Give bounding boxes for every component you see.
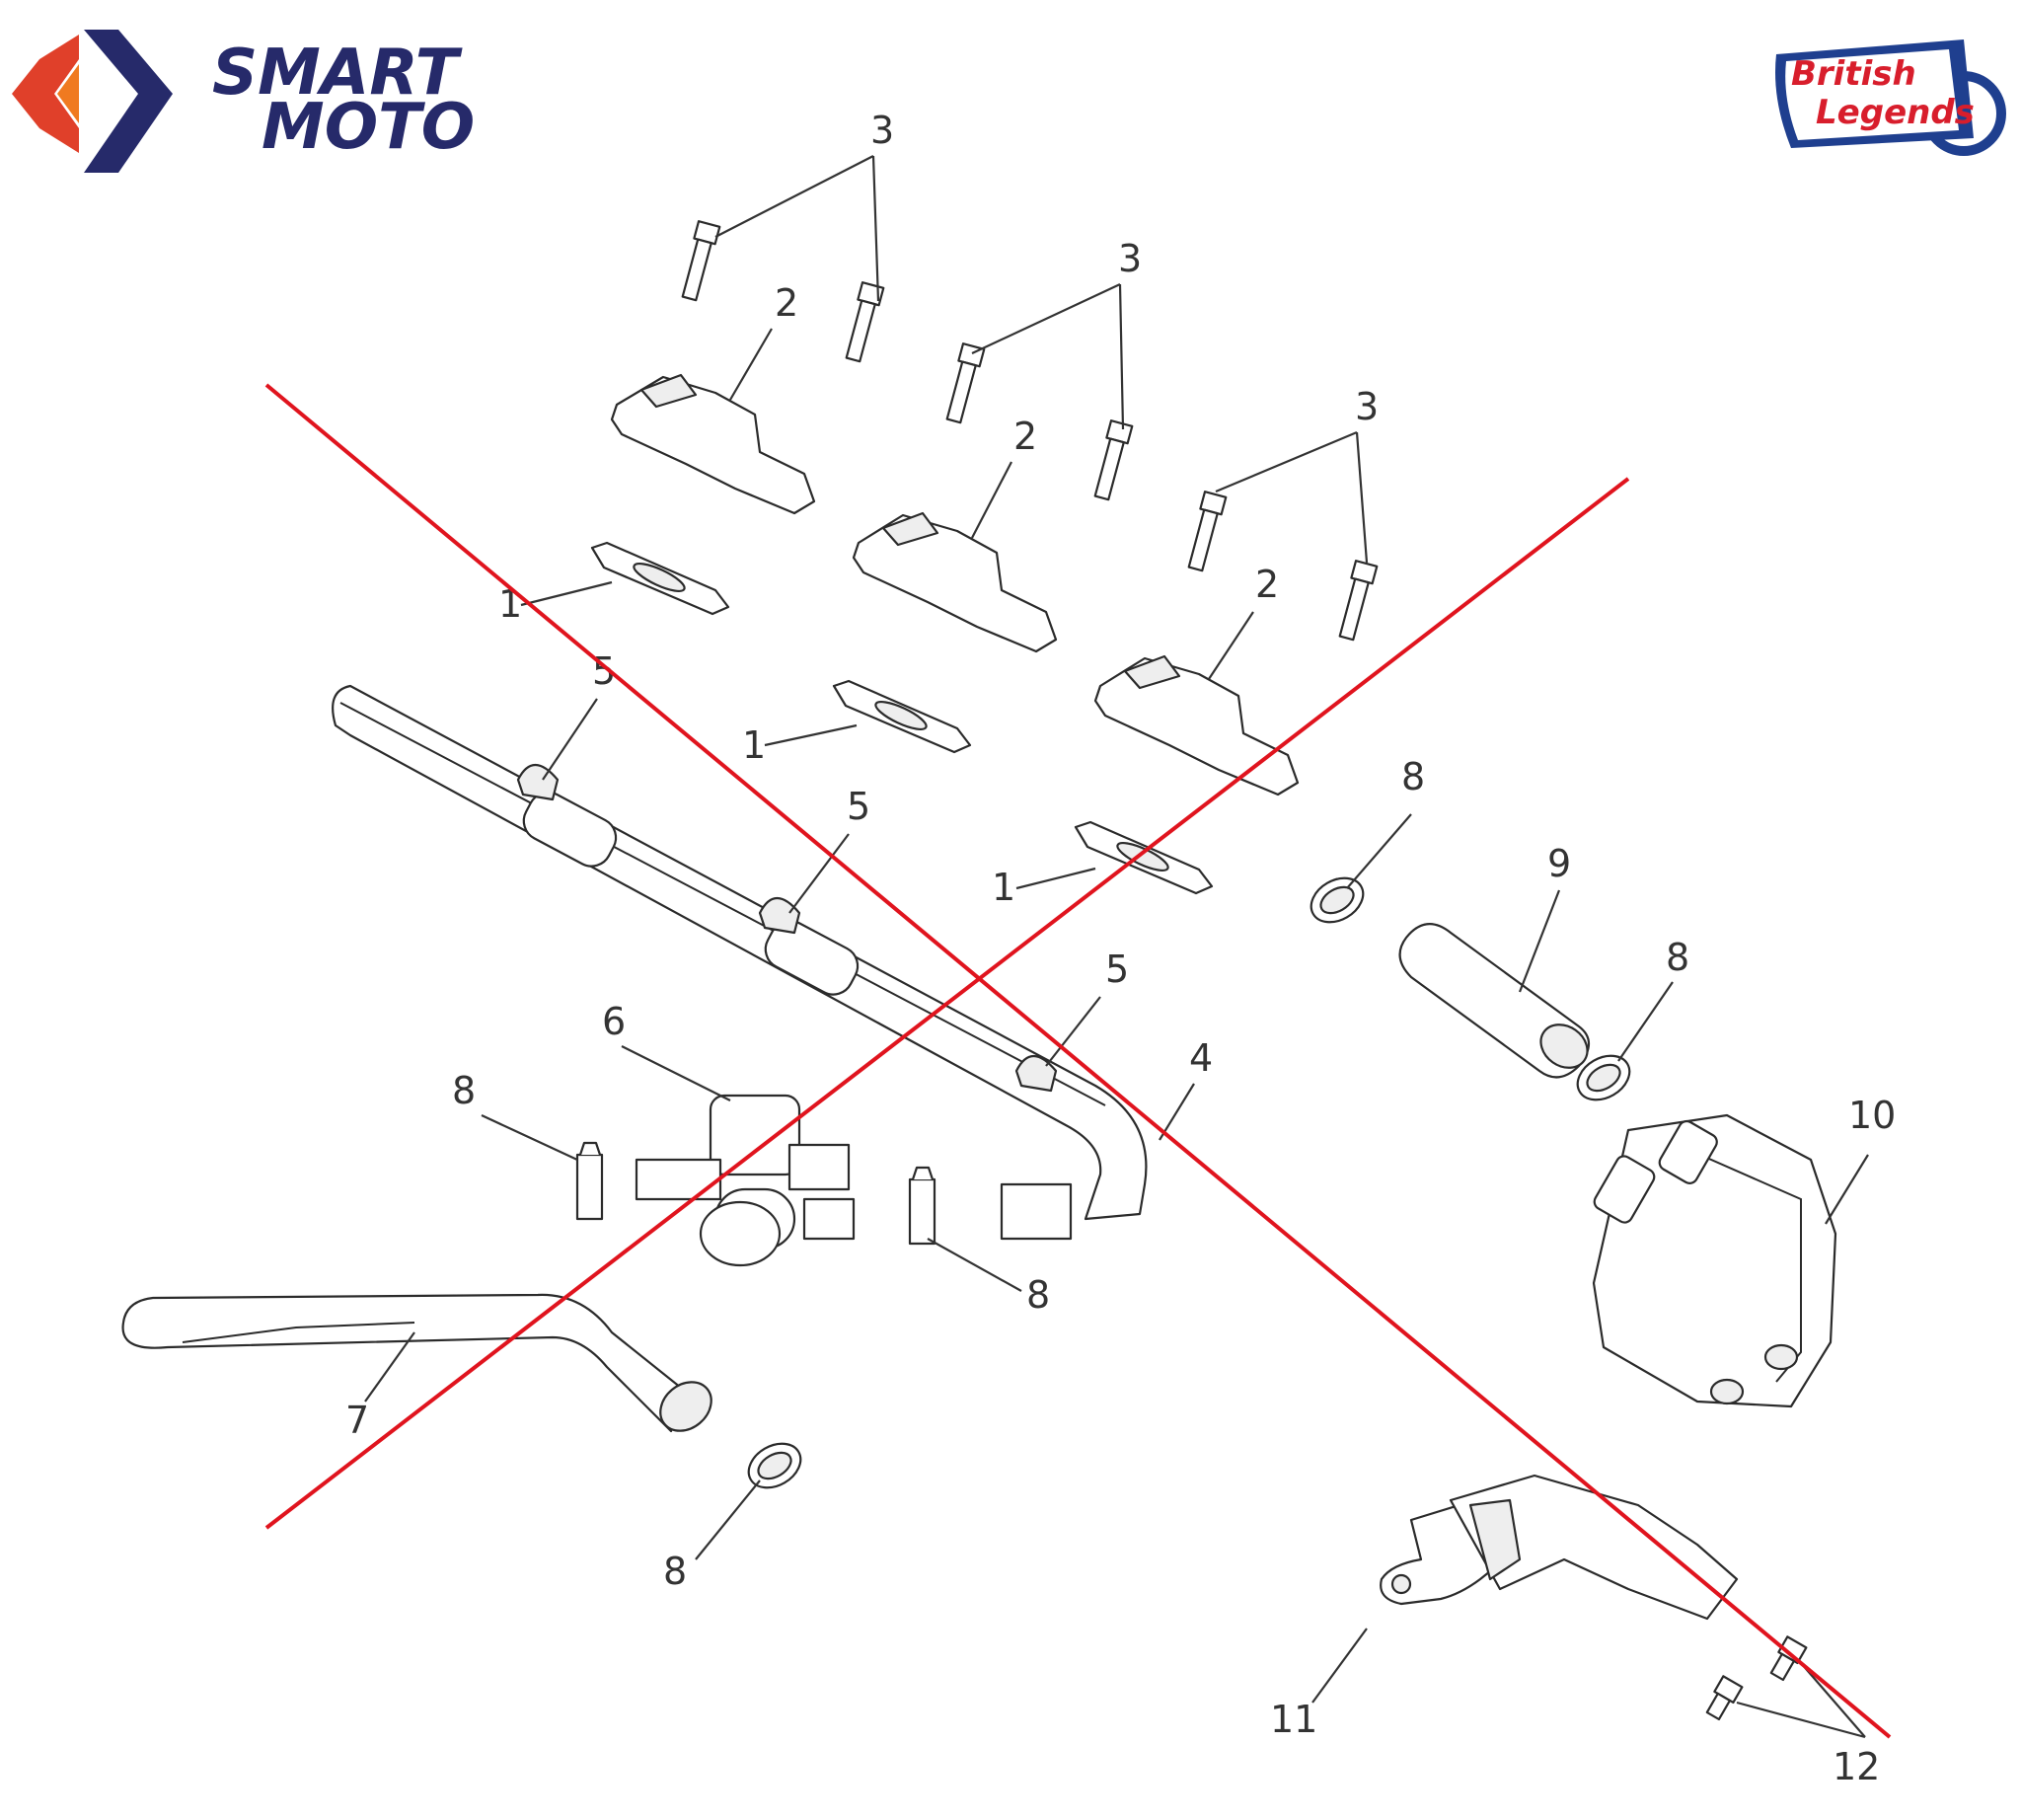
callout-8-bottom: 8 bbox=[663, 1550, 687, 1593]
callout-1-mid: 1 bbox=[742, 723, 766, 767]
bracket-part bbox=[1380, 1474, 1739, 1621]
cross-out-line-1 bbox=[264, 383, 1892, 1739]
cross-out-lines bbox=[264, 383, 1892, 1739]
smart-logo-text: SMART bbox=[212, 37, 463, 110]
hose-assembly bbox=[332, 684, 1148, 1241]
hose-part-9 bbox=[1398, 923, 1591, 1079]
callout-12: 12 bbox=[1833, 1745, 1880, 1788]
moto-logo-text: MOTO bbox=[262, 91, 475, 164]
canister-part bbox=[1592, 1113, 1837, 1408]
callout-7: 7 bbox=[345, 1399, 369, 1442]
clamp-part-bottom bbox=[747, 1442, 802, 1489]
smart-moto-logo: SMART MOTO bbox=[12, 30, 475, 173]
legends-logo-text: Legends bbox=[1816, 93, 1975, 132]
callout-8-left: 8 bbox=[452, 1069, 476, 1112]
gasket-part-1 bbox=[590, 541, 730, 616]
clamp-part-upper bbox=[1310, 876, 1365, 924]
callout-11: 11 bbox=[1270, 1698, 1317, 1741]
gasket-part-2 bbox=[832, 679, 972, 754]
bolt-group-3 bbox=[1187, 491, 1379, 642]
connector-part-mid bbox=[908, 1166, 936, 1246]
callout-2-mid: 2 bbox=[1013, 415, 1037, 458]
callout-4: 4 bbox=[1189, 1036, 1213, 1080]
callout-6: 6 bbox=[602, 1000, 626, 1043]
bolt-group-2 bbox=[945, 342, 1134, 501]
cover-part-3 bbox=[1093, 654, 1300, 796]
british-logo-text: British bbox=[1791, 54, 1916, 94]
british-legends-logo: British Legends bbox=[1775, 39, 2006, 156]
connector-part-left bbox=[575, 1141, 604, 1221]
leader-lines bbox=[364, 155, 1869, 1739]
callout-2-top: 2 bbox=[775, 281, 798, 325]
clamp-part-lower bbox=[1576, 1054, 1631, 1101]
cross-out-line-2 bbox=[264, 477, 1630, 1530]
valve-part bbox=[635, 1094, 856, 1267]
clip-parts bbox=[516, 763, 1058, 1093]
callout-3-right: 3 bbox=[1355, 385, 1379, 428]
callout-1-right: 1 bbox=[992, 866, 1015, 909]
hose-part-7 bbox=[121, 1293, 712, 1433]
callout-5-mid: 5 bbox=[847, 785, 870, 828]
callout-2-right: 2 bbox=[1255, 563, 1279, 606]
cover-part-1 bbox=[610, 373, 816, 515]
gasket-part-3 bbox=[1074, 820, 1214, 895]
callout-9: 9 bbox=[1547, 842, 1571, 885]
cover-part-2 bbox=[852, 511, 1058, 653]
callout-10: 10 bbox=[1848, 1094, 1896, 1137]
callout-8-upper-right: 8 bbox=[1401, 755, 1425, 798]
callout-3-top: 3 bbox=[870, 109, 894, 152]
callout-3-mid: 3 bbox=[1118, 237, 1142, 280]
small-bolt-group bbox=[1705, 1635, 1808, 1721]
callout-5-right: 5 bbox=[1105, 948, 1129, 991]
callout-numbers: 3 3 3 2 2 2 1 1 1 5 5 5 4 6 8 8 8 8 8 9 … bbox=[345, 109, 1896, 1788]
bolt-group-1 bbox=[681, 220, 885, 363]
callout-8-right: 8 bbox=[1666, 936, 1689, 979]
callout-8-mid: 8 bbox=[1026, 1273, 1050, 1317]
